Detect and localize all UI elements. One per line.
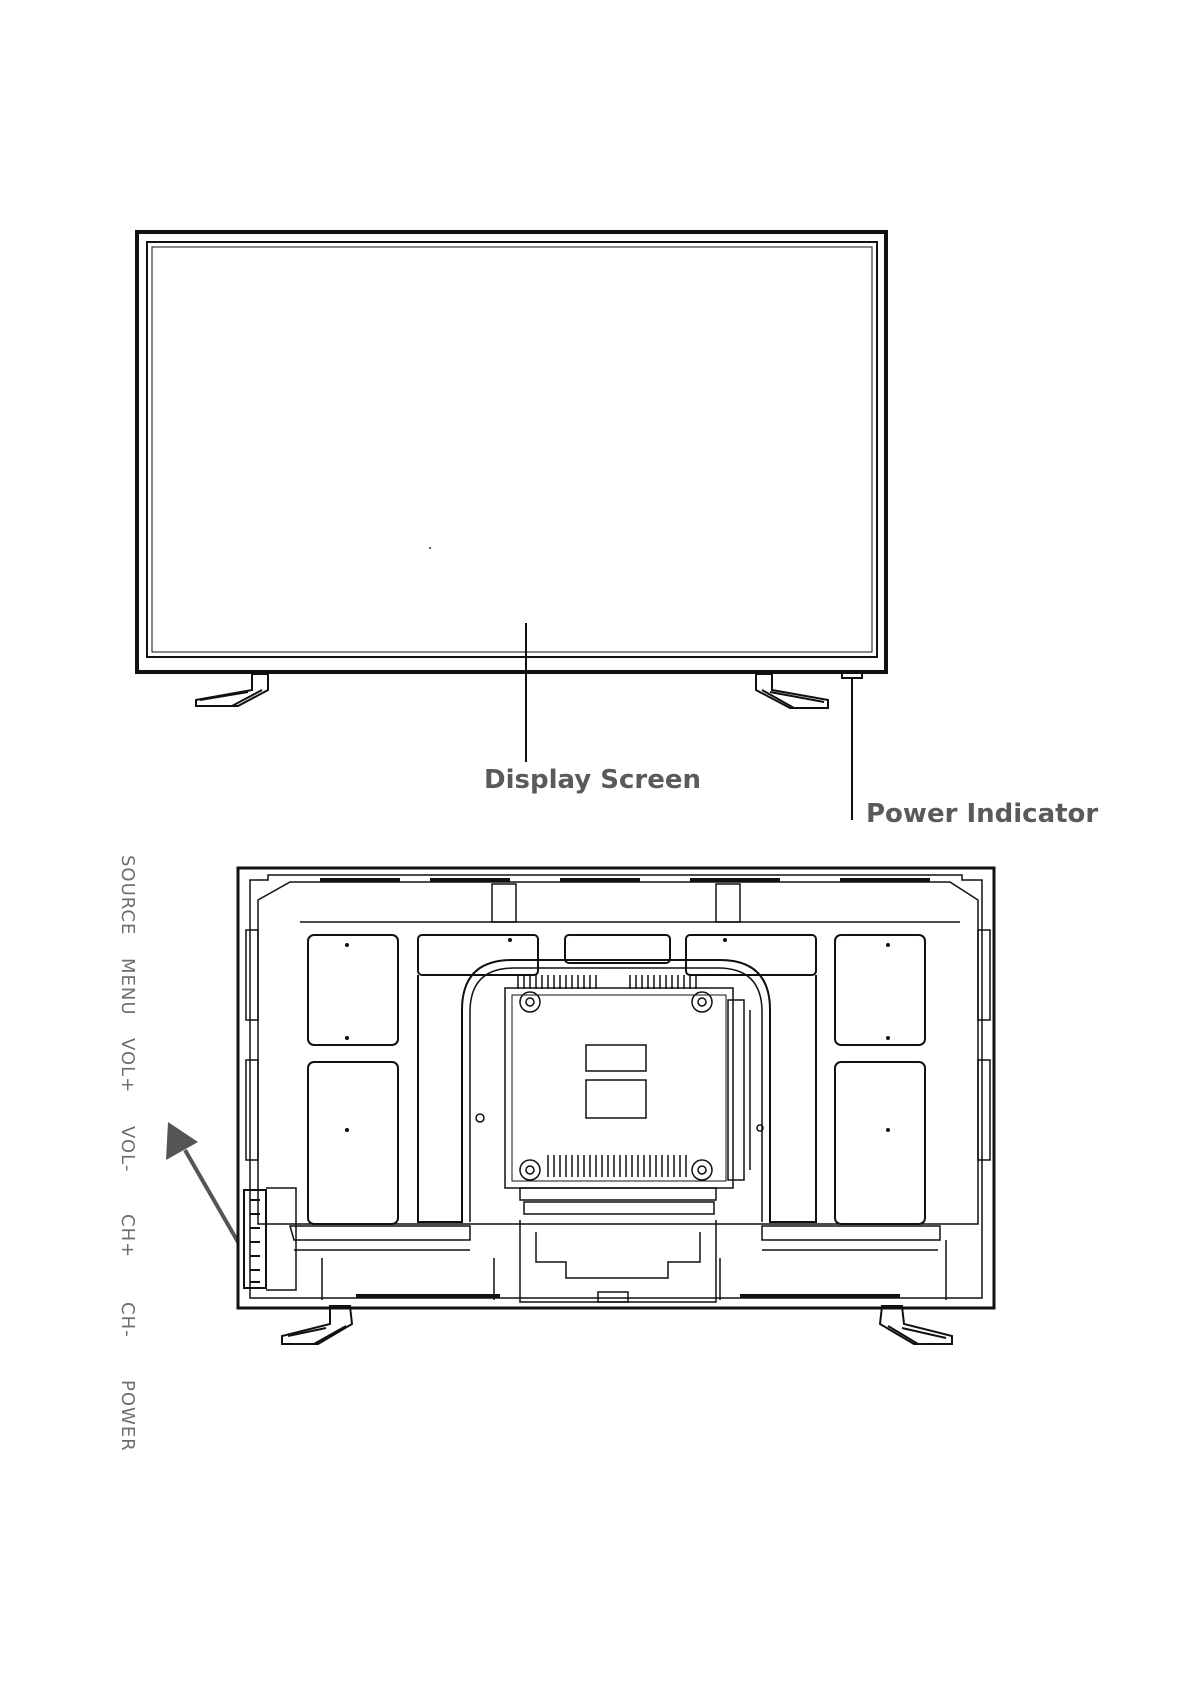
power-indicator xyxy=(842,672,862,678)
front-view: Display Screen Power Indicator xyxy=(137,232,1098,829)
button-label-source: SOURCE xyxy=(117,855,138,935)
front-stand-right xyxy=(756,674,828,708)
rear-view xyxy=(238,868,994,1308)
rear-stand-right xyxy=(880,1306,952,1344)
tv-front-bezel xyxy=(137,232,886,672)
side-button-labels: SOURCE MENU VOL+ VOL- CH+ CH- POWER xyxy=(117,855,138,1452)
display-screen-inner xyxy=(152,247,872,652)
button-label-ch-minus: CH- xyxy=(117,1302,138,1338)
button-label-vol-minus: VOL- xyxy=(117,1126,138,1172)
button-label-power: POWER xyxy=(117,1380,138,1452)
button-label-menu: MENU xyxy=(117,958,138,1016)
rear-stand-left xyxy=(282,1306,352,1344)
main-board xyxy=(505,988,733,1188)
button-label-vol-plus: VOL+ xyxy=(117,1038,138,1093)
side-button-panel xyxy=(244,1190,266,1288)
display-screen-label: Display Screen xyxy=(484,765,701,795)
arrow-icon xyxy=(166,1122,238,1242)
power-indicator-label: Power Indicator xyxy=(866,799,1098,829)
display-screen xyxy=(147,242,877,657)
front-stand-left xyxy=(196,674,268,706)
button-label-ch-plus: CH+ xyxy=(117,1214,138,1258)
